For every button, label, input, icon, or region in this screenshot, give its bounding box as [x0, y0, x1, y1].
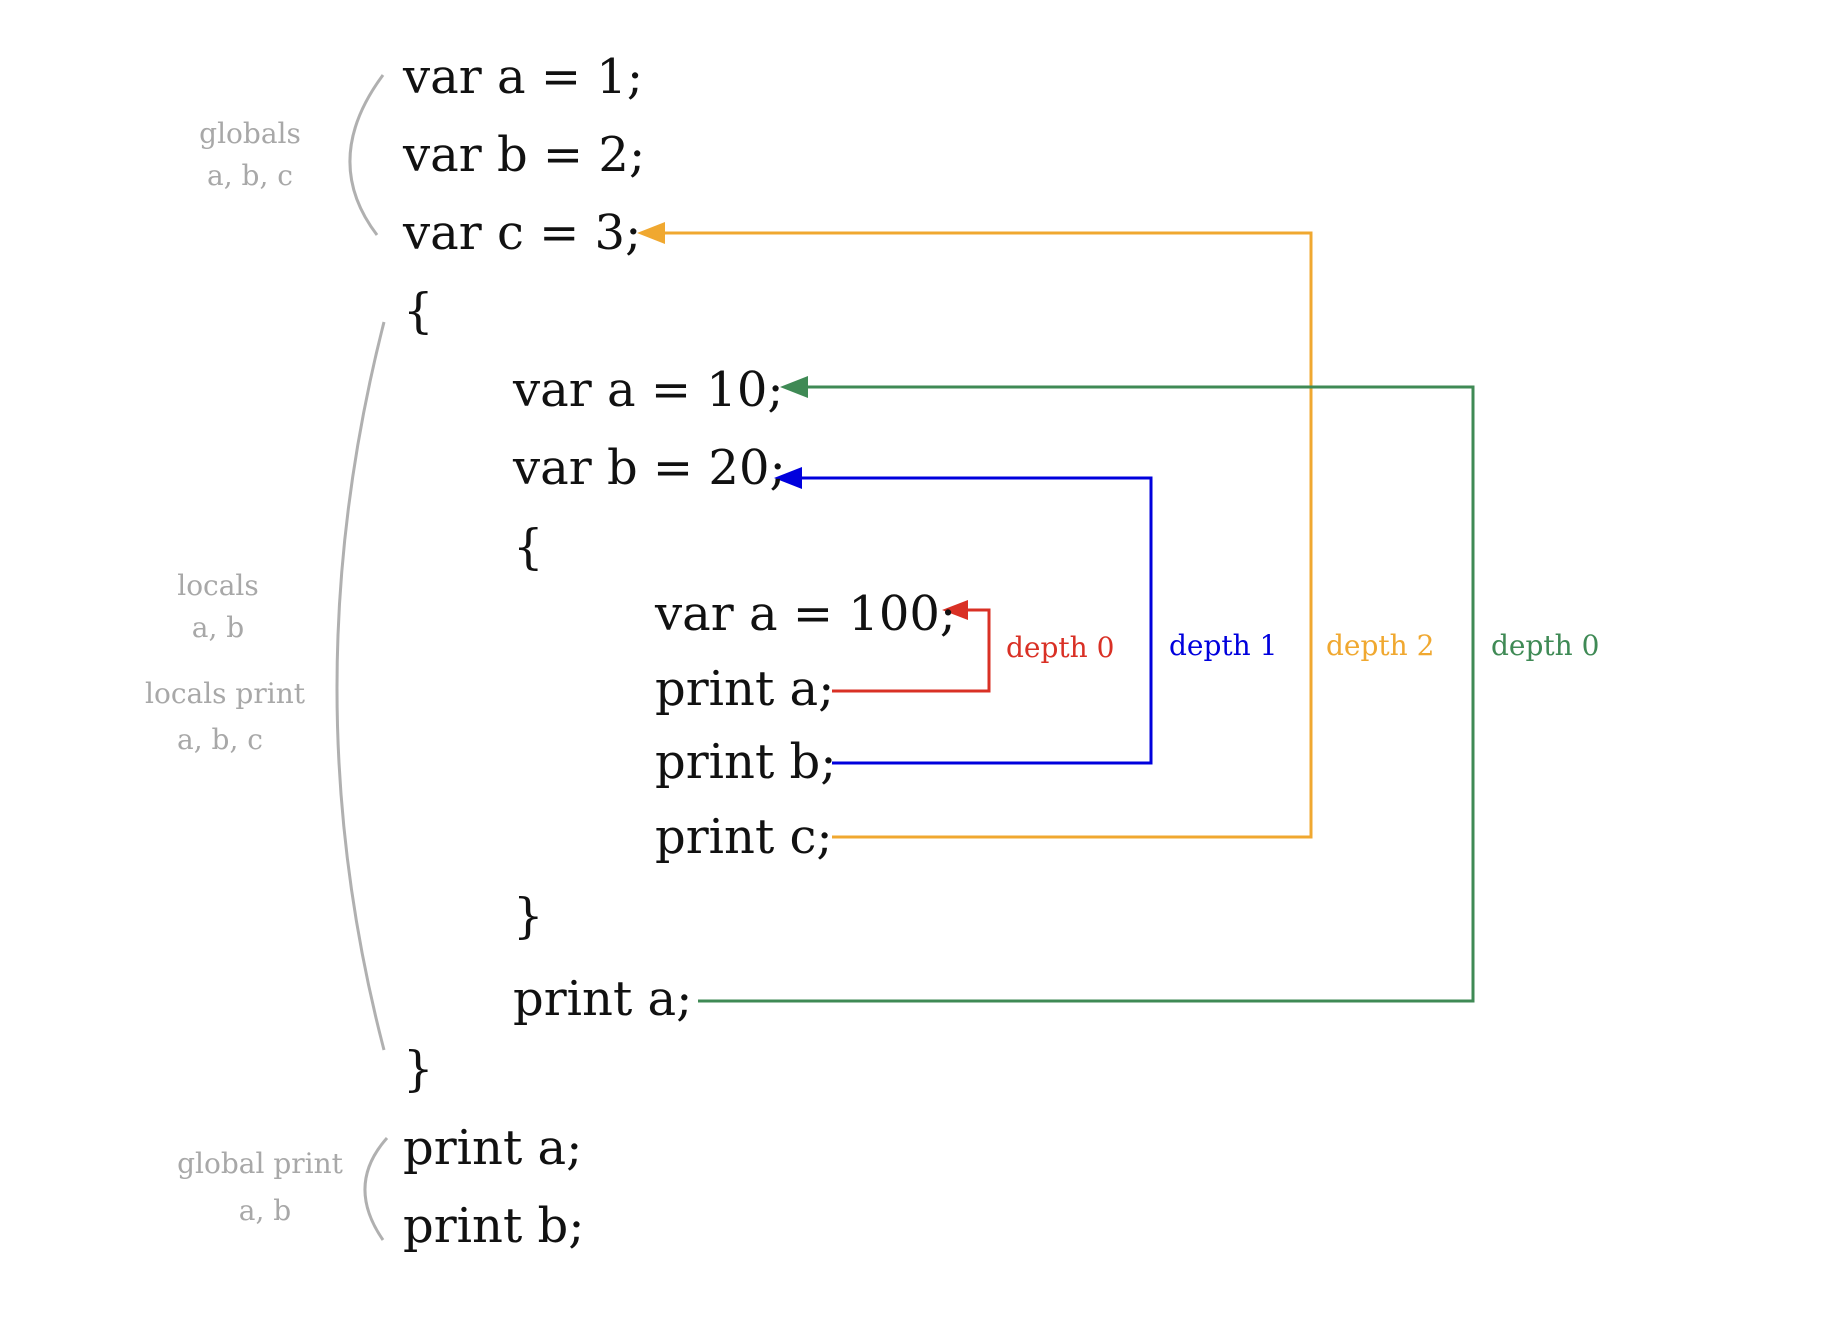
outer-block-close-brace: } — [403, 1041, 434, 1097]
code-line-inner-print-c: print c; — [655, 809, 833, 865]
orange-connector — [664, 231, 1313, 839]
globals-annotation-title: globals — [199, 117, 301, 150]
depth-label-blue: depth 1 — [1169, 629, 1278, 662]
locals-print-annotation-vars: a, b, c — [177, 723, 263, 756]
red-arrowhead-icon — [942, 600, 968, 620]
green-arrowhead-icon — [780, 376, 808, 398]
locals-annotation-vars: a, b — [191, 611, 245, 644]
blue-connector — [800, 476, 1153, 765]
code-line-global-print-b: print b; — [403, 1198, 585, 1254]
code-line-var-a-1: var a = 1; — [403, 49, 643, 105]
code-line-var-a-10: var a = 10; — [513, 362, 784, 418]
code-line-var-b-2: var b = 2; — [403, 127, 646, 183]
depth-label-red: depth 0 — [1006, 631, 1115, 664]
code-line-var-c-3: var c = 3; — [403, 205, 642, 261]
global-print-brace — [363, 1137, 389, 1241]
code-line-outer-print-a: print a; — [513, 971, 693, 1027]
green-connector — [698, 385, 1475, 1003]
globals-brace — [348, 74, 385, 236]
orange-arrowhead-icon — [637, 222, 665, 244]
depth-label-green: depth 0 — [1491, 629, 1600, 662]
code-line-inner-print-a: print a; — [655, 661, 835, 717]
depth-label-orange: depth 2 — [1326, 629, 1435, 662]
inner-block-close-brace: } — [513, 888, 544, 944]
code-line-global-print-a: print a; — [403, 1120, 583, 1176]
global-print-annotation-title: global print — [177, 1147, 343, 1180]
locals-annotation-title: locals — [177, 569, 259, 602]
outer-block-open-brace: { — [403, 283, 434, 339]
globals-annotation-vars: a, b, c — [207, 159, 293, 192]
locals-print-annotation-title: locals print — [145, 677, 305, 710]
code-line-inner-print-b: print b; — [655, 734, 837, 790]
blue-arrowhead-icon — [774, 467, 802, 489]
global-print-annotation-vars: a, b — [238, 1194, 292, 1227]
red-connector — [832, 608, 991, 693]
code-line-var-a-100: var a = 100; — [655, 586, 957, 642]
locals-brace — [335, 321, 386, 1051]
code-line-var-b-20: var b = 20; — [513, 440, 786, 496]
inner-block-open-brace: { — [513, 519, 544, 575]
